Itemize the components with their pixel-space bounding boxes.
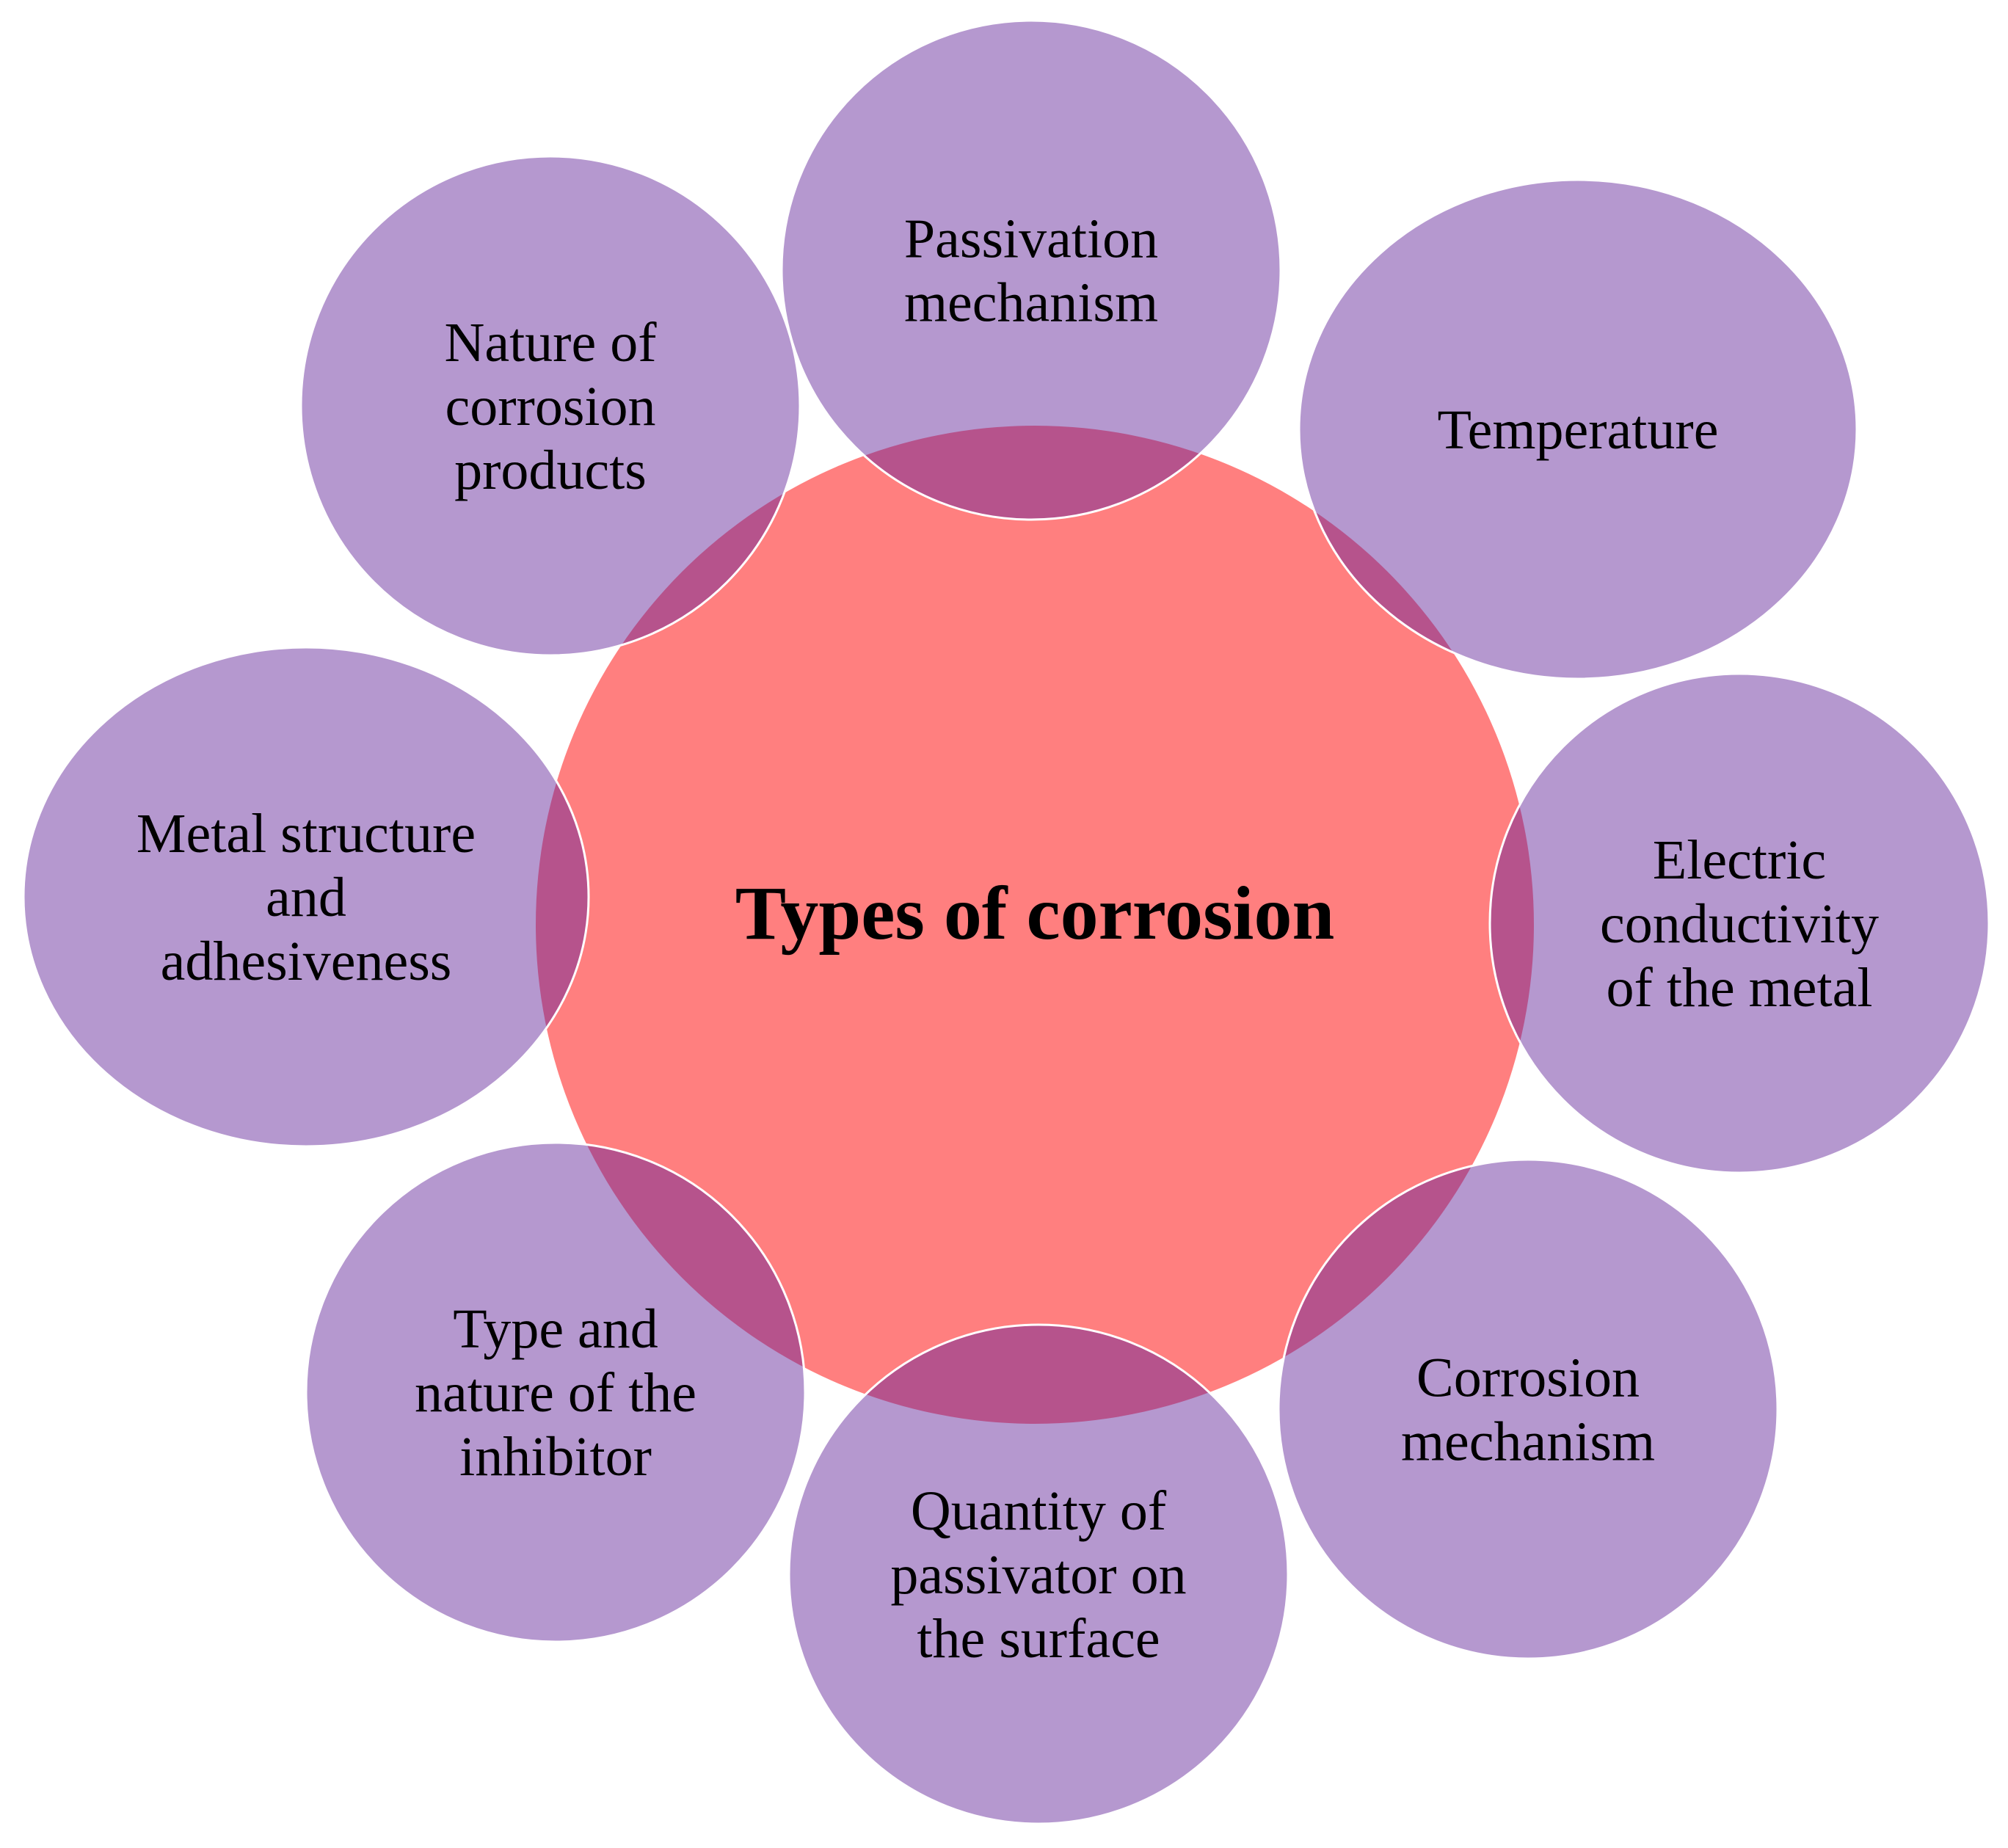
factor-label-line: and: [266, 867, 346, 928]
factor-label-line: Corrosion: [1416, 1347, 1640, 1409]
center-title: Types of corrosion: [735, 871, 1335, 956]
factor-label-line: inhibitor: [459, 1426, 652, 1488]
factor-circle-temperature: [1299, 180, 1857, 679]
factor-label-line: products: [454, 440, 647, 501]
factor-outline-temperature: [1298, 178, 1858, 680]
factor-circle-electric-conductivity: [1490, 674, 1989, 1173]
factor-outline-nature-corrosion-products: [299, 155, 801, 657]
factor-label-line: Type and: [453, 1298, 658, 1360]
factor-circle-passivation-mechanism: [782, 21, 1281, 520]
factor-outline-electric-conductivity: [1488, 672, 1990, 1174]
factor-circle-nature-corrosion-products: [301, 156, 800, 655]
factor-label-line: adhesiveness: [161, 931, 452, 992]
factor-outline-corrosion-mechanism: [1277, 1158, 1779, 1660]
factor-label-line: Quantity of: [911, 1480, 1167, 1542]
center-circle: [536, 426, 1534, 1424]
factor-label-line: passivator on: [890, 1544, 1186, 1606]
factor-label-line: nature of the: [415, 1362, 696, 1424]
factor-label-line: mechanism: [1401, 1411, 1655, 1473]
factor-label-line: Temperature: [1438, 399, 1719, 461]
factor-outline-passivation-mechanism: [780, 19, 1282, 521]
factor-label-line: conductivity: [1600, 893, 1879, 955]
factor-label-line: mechanism: [904, 272, 1158, 334]
factor-outline-quantity-of-passivator: [787, 1323, 1289, 1825]
factor-circle-corrosion-mechanism: [1278, 1160, 1778, 1659]
factor-circle-quantity-of-passivator: [789, 1325, 1288, 1824]
factor-label-line: Passivation: [904, 208, 1158, 270]
factor-outline-metal-structure: [22, 646, 590, 1148]
factor-label-line: Metal structure: [137, 803, 476, 865]
factor-label-line: of the metal: [1607, 957, 1873, 1019]
factor-circle-metal-structure: [23, 647, 589, 1146]
factor-label-line: the surface: [917, 1608, 1160, 1670]
factor-label-temperature: Temperature: [1438, 399, 1719, 461]
factor-label-line: corrosion: [445, 376, 655, 437]
factor-label-line: Nature of: [444, 312, 657, 374]
factor-outline-type-nature-inhibitor: [305, 1141, 807, 1643]
factor-label-line: Electric: [1653, 829, 1826, 891]
